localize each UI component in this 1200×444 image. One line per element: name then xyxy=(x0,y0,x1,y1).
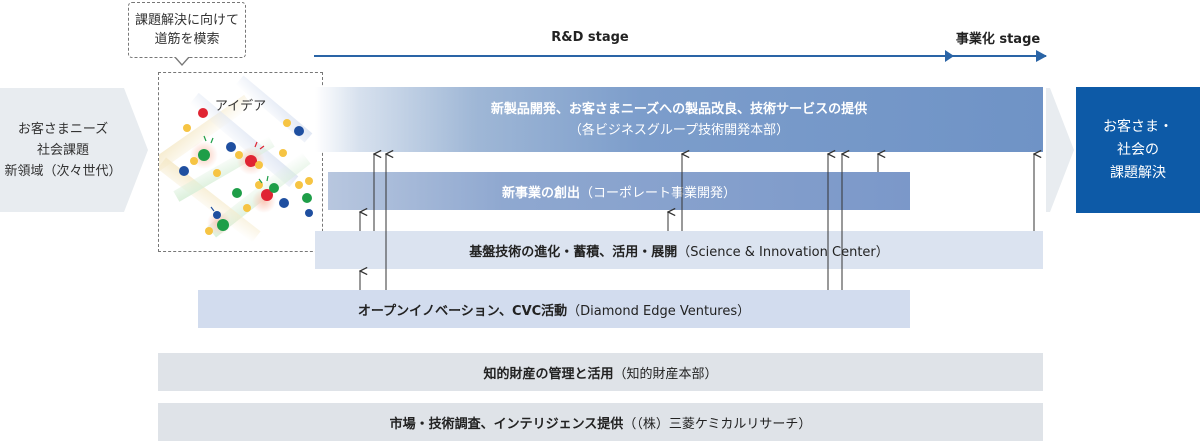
band4-main: オープンイノベーション、CVC活動 xyxy=(357,303,568,319)
result-line-1: お客さま・ xyxy=(1103,118,1173,135)
bubble-line-2: 道筋を模索 xyxy=(154,32,220,47)
band-open-innovation xyxy=(198,290,910,328)
band3-main: 基盤技術の進化・蓄積、活用・展開 xyxy=(469,244,678,260)
input-labels: お客さまニーズ 社会課題 新領域（次々世代） xyxy=(0,88,126,212)
band-new-business-text: 新事業の創出（コーポレート事業開発） xyxy=(328,172,910,210)
band5-sub: （知的財産本部） xyxy=(613,366,718,382)
band6-main: 市場・技術調査、インテリジェンス提供 xyxy=(389,416,624,432)
bubble-line-1: 課題解決に向けて xyxy=(134,13,239,28)
rd-stage-label: R&D stage xyxy=(551,29,629,45)
band4-sub: （Diamond Edge Ventures） xyxy=(567,303,751,319)
band6-sub: （（株）三菱ケミカルリサーチ） xyxy=(623,416,812,432)
band-open-innovation-text: オープンイノベーション、CVC活動（Diamond Edge Ventures） xyxy=(198,290,910,328)
input-label-needs: お客さまニーズ xyxy=(17,121,109,137)
input-label-new-area: 新領域（次々世代） xyxy=(4,163,122,179)
band3-sub: （Science & Innovation Center） xyxy=(677,244,889,260)
result-box xyxy=(1076,87,1200,213)
input-chevron xyxy=(0,88,148,212)
arrow-right-icon xyxy=(1036,50,1047,62)
band1-main: 新製品開発、お客さまニーズへの製品改良、技術サービスの提供 xyxy=(490,101,868,117)
result-labels: お客さま・ 社会の 課題解決 xyxy=(1076,87,1200,213)
band5-main: 知的財産の管理と活用 xyxy=(483,366,614,382)
result-line-2: 社会の xyxy=(1117,141,1159,158)
band-product-development xyxy=(315,87,1043,152)
band2-main: 新事業の創出 xyxy=(501,185,580,201)
band-market-research xyxy=(158,403,1043,441)
business-stage-label: 事業化 stage xyxy=(955,31,1041,47)
band-core-technology-text: 基盤技術の進化・蓄積、活用・展開（Science & Innovation Ce… xyxy=(315,231,1043,269)
band2-sub: （コーポレート事業開発） xyxy=(580,185,737,201)
stage-divider-arrow-icon xyxy=(945,50,954,62)
band-intellectual-property-text: 知的財産の管理と活用（知的財産本部） xyxy=(158,353,1043,391)
band-core-technology xyxy=(315,231,1043,269)
band-market-research-text: 市場・技術調査、インテリジェンス提供（（株）三菱ケミカルリサーチ） xyxy=(158,403,1043,441)
idea-title: アイデア xyxy=(214,98,267,114)
band-intellectual-property xyxy=(158,353,1043,391)
band-new-business xyxy=(328,172,910,210)
bubble-tail-fill xyxy=(175,56,189,64)
stage-arrow-line xyxy=(314,55,1046,57)
band-product-development-text: 新製品開発、お客さまニーズへの製品改良、技術サービスの提供 （各ビジネスグループ… xyxy=(315,87,1043,152)
idea-molecules-icon xyxy=(159,75,313,243)
idea-speech-bubble: 課題解決に向けて 道筋を模索 xyxy=(128,2,246,58)
band1-sub: （各ビジネスグループ技術開発本部） xyxy=(568,122,790,138)
result-line-3: 課題解決 xyxy=(1110,164,1166,181)
idea-box xyxy=(158,72,323,252)
input-label-social: 社会課題 xyxy=(36,142,89,158)
